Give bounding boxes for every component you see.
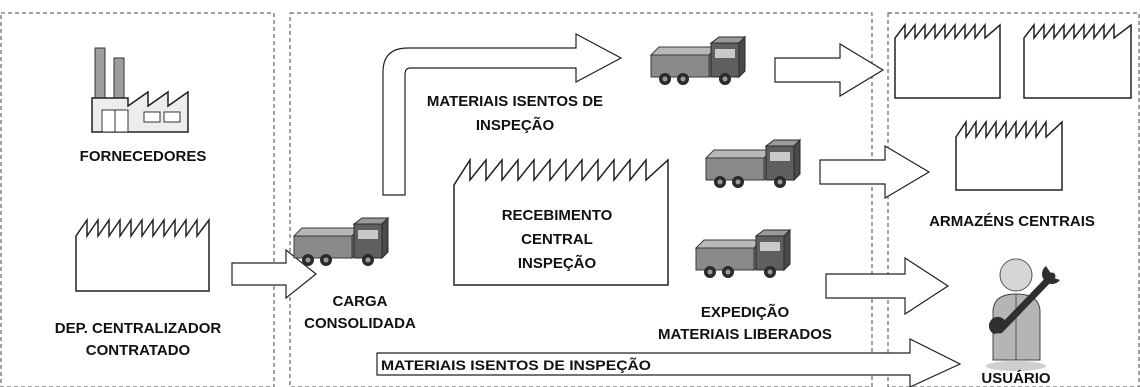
warehouse-icon-armazem-2 [1023,22,1132,99]
truck-icon-carga [293,217,389,267]
warehouse-icon-armazem-1 [894,22,1001,99]
armazens-centrais-label: ARMAZÉNS CENTRAIS [929,213,1095,230]
truck-icon-expedicao [695,229,791,279]
arrow-isentos-bottom [376,338,962,387]
truck-icon-middle [705,139,801,189]
dep-centralizador-label-line2: CONTRATADO [86,342,191,359]
arrow-isentos-top [382,33,623,196]
transport-section-frame [289,12,873,387]
suppliers-section-frame [0,12,275,387]
materiais-isentos-bottom-label: MATERIAIS ISENTOS DE INSPEÇÃO [381,358,651,373]
expedicao-label-line2: MATERIAIS LIBERADOS [658,326,832,343]
warehouse-icon-armazem-3 [955,119,1063,191]
arrow-expedicao-to-usuario [825,256,950,316]
materiais-isentos-top-line2: INSPEÇÃO [476,116,555,134]
fornecedores-label: FORNECEDORES [80,148,207,165]
factory-icon [91,47,189,133]
carga-consolidada-label-line2: CONSOLIDADA [304,315,416,332]
carga-consolidada-label-line1: CARGA [333,293,388,310]
recebimento-label-line3: INSPEÇÃO [518,254,597,272]
arrow-top-truck-to-armazens [774,42,885,98]
user-wrench-icon [986,258,1060,371]
warehouse-icon [75,217,210,292]
arrow-middle-truck-to-armazens [819,144,931,200]
expedicao-label-line1: EXPEDIÇÃO [701,303,790,321]
destination-section-frame [887,12,1140,387]
recebimento-label-line2: CENTRAL [521,231,593,248]
dep-centralizador-label-line1: DEP. CENTRALIZADOR [55,320,222,337]
recebimento-label-line1: RECEBIMENTO [502,207,613,224]
recebimento-warehouse-icon [453,157,669,286]
usuario-label: USUÁRIO [981,370,1051,387]
truck-icon-top [650,36,746,86]
materiais-isentos-top-line1: MATERIAIS ISENTOS DE [427,93,603,110]
arrow-dep-to-carga [231,248,317,300]
